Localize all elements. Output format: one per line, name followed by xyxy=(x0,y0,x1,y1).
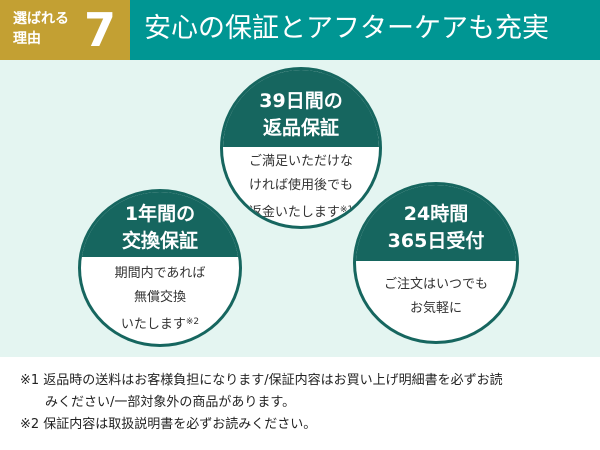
reason-badge: 選ばれる理由 7 xyxy=(0,0,130,60)
circle-title-2: 365日受付 xyxy=(387,230,485,252)
circle-heading: 24時間 365日受付 xyxy=(356,185,516,261)
footnote-ref: ※1 xyxy=(339,205,354,215)
circle-heading: 39日間の返品保証 xyxy=(223,70,379,147)
circle-body: ご満足いただけなければ使用後でも返金いたします※1 xyxy=(223,150,379,225)
footnotes: ※1 返品時の送料はお客様負担になります/保証内容はお買い上げ明細書を必ずお読 … xyxy=(20,370,503,436)
circle-title-2: 交換保証 xyxy=(121,230,198,252)
footnote-1-cont: みください/一部対象外の商品があります。 xyxy=(45,395,296,410)
circle-title-1: 24時間 xyxy=(403,203,469,225)
badge-line1: 選ばれる xyxy=(13,11,69,27)
circle-body: ご注文はいつでもお気軽に xyxy=(356,273,516,321)
return-guarantee-circle: 39日間の返品保証 ご満足いただけなければ使用後でも返金いたします※1 xyxy=(220,67,382,229)
circle-title-2: 返品保証 xyxy=(262,117,339,139)
order-24h-circle: 24時間 365日受付 ご注文はいつでもお気軽に xyxy=(353,182,519,344)
body-line: 返金いたします xyxy=(248,205,340,220)
circle-body: 期間内であれば無償交換いたします※2 xyxy=(81,262,239,337)
footnote-1: ※1 返品時の送料はお客様負担になります/保証内容はお買い上げ明細書を必ずお読 xyxy=(20,373,503,388)
footnote-2: ※2 保証内容は取扱説明書を必ずお読みください。 xyxy=(20,417,317,432)
footnote-ref: ※2 xyxy=(185,317,200,327)
header-bar: 安心の保証とアフターケアも充実 xyxy=(130,0,600,60)
body-line: いたします xyxy=(120,317,186,332)
circle-heading: 1年間の交換保証 xyxy=(81,192,239,257)
reason-label: 選ばれる理由 xyxy=(13,9,69,49)
body-line: お気軽に xyxy=(409,301,462,316)
circle-title-1: 1年間の xyxy=(124,203,196,225)
page-title: 安心の保証とアフターケアも充実 xyxy=(144,13,549,44)
body-line: 無償交換 xyxy=(133,290,186,305)
exchange-guarantee-circle: 1年間の交換保証 期間内であれば無償交換いたします※2 xyxy=(78,189,242,347)
reason-number: 7 xyxy=(84,3,117,57)
body-line: 期間内であれば xyxy=(114,266,206,281)
badge-line2: 理由 xyxy=(13,31,41,47)
body-line: ければ使用後でも xyxy=(248,178,353,193)
body-line: ご注文はいつでも xyxy=(383,277,488,292)
circle-title-1: 39日間の xyxy=(259,90,343,112)
body-line: ご満足いただけな xyxy=(248,154,353,169)
